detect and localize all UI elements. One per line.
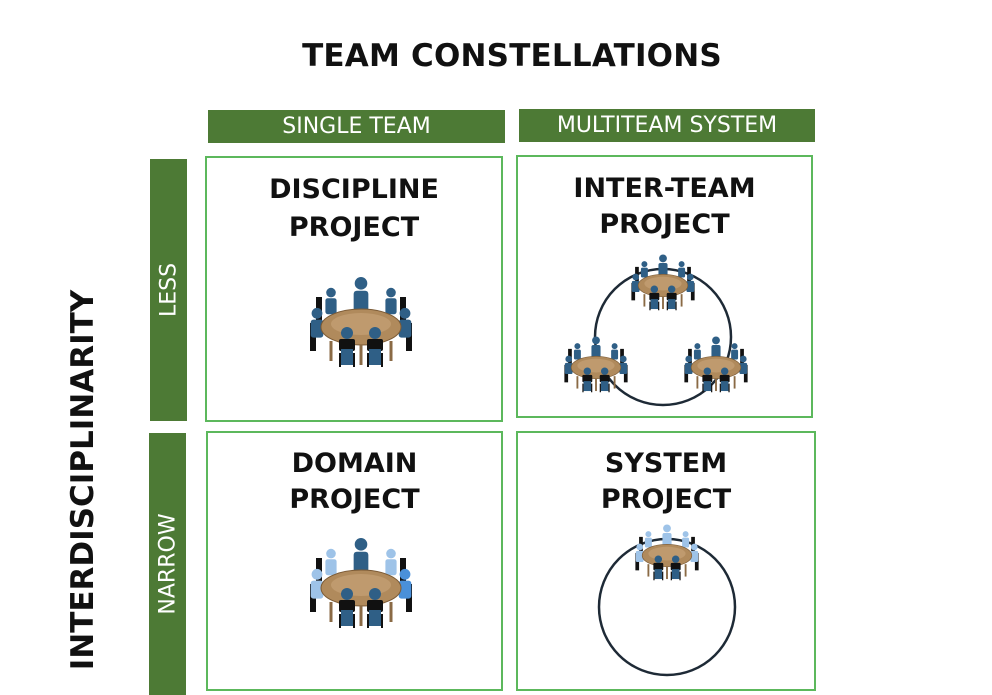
row-header-narrow: NARROW — [149, 433, 186, 695]
cell-inter-team-project: INTER-TEAM PROJECT — [516, 155, 813, 418]
cell-title-line2: PROJECT — [599, 209, 730, 240]
column-header-multiteam-system: MULTITEAM SYSTEM — [519, 109, 815, 142]
cell-system-project: SYSTEM PROJECT — [516, 431, 816, 691]
cell-title-line1: DISCIPLINE — [269, 174, 439, 205]
cell-title-line2: PROJECT — [288, 212, 420, 243]
axis-label-interdisciplinarity: INTERDISCIPLINARITY — [65, 289, 101, 671]
team-table-icon — [635, 524, 699, 581]
row-header-narrow-label: NARROW — [155, 513, 180, 615]
team-table-icon — [631, 254, 695, 311]
team-table-icon — [310, 538, 412, 628]
cell-title-line2: PROJECT — [289, 484, 420, 515]
team-table-icon — [310, 277, 412, 367]
team-table-icon — [684, 336, 748, 393]
team-table-icon — [310, 538, 412, 628]
team-table-icon — [564, 336, 628, 393]
row-header-less-label: LESS — [156, 262, 181, 318]
team-table-icon — [310, 277, 412, 367]
multiteam-illustration — [564, 254, 748, 407]
row-header-less: LESS — [150, 159, 187, 421]
cell-domain-project: DOMAIN PROJECT — [206, 431, 503, 691]
column-header-single-team: SINGLE TEAM — [208, 110, 505, 143]
multiteam-illustration — [597, 524, 737, 677]
cell-discipline-project: DISCIPLINE PROJECT — [205, 156, 503, 422]
cell-title-line1: SYSTEM — [604, 448, 728, 479]
diagram-title: TEAM CONSTELLATIONS — [302, 38, 722, 74]
cell-title-line1: INTER-TEAM — [573, 173, 756, 204]
cell-title-line1: DOMAIN — [291, 448, 418, 479]
cell-title-line2: PROJECT — [600, 484, 732, 515]
